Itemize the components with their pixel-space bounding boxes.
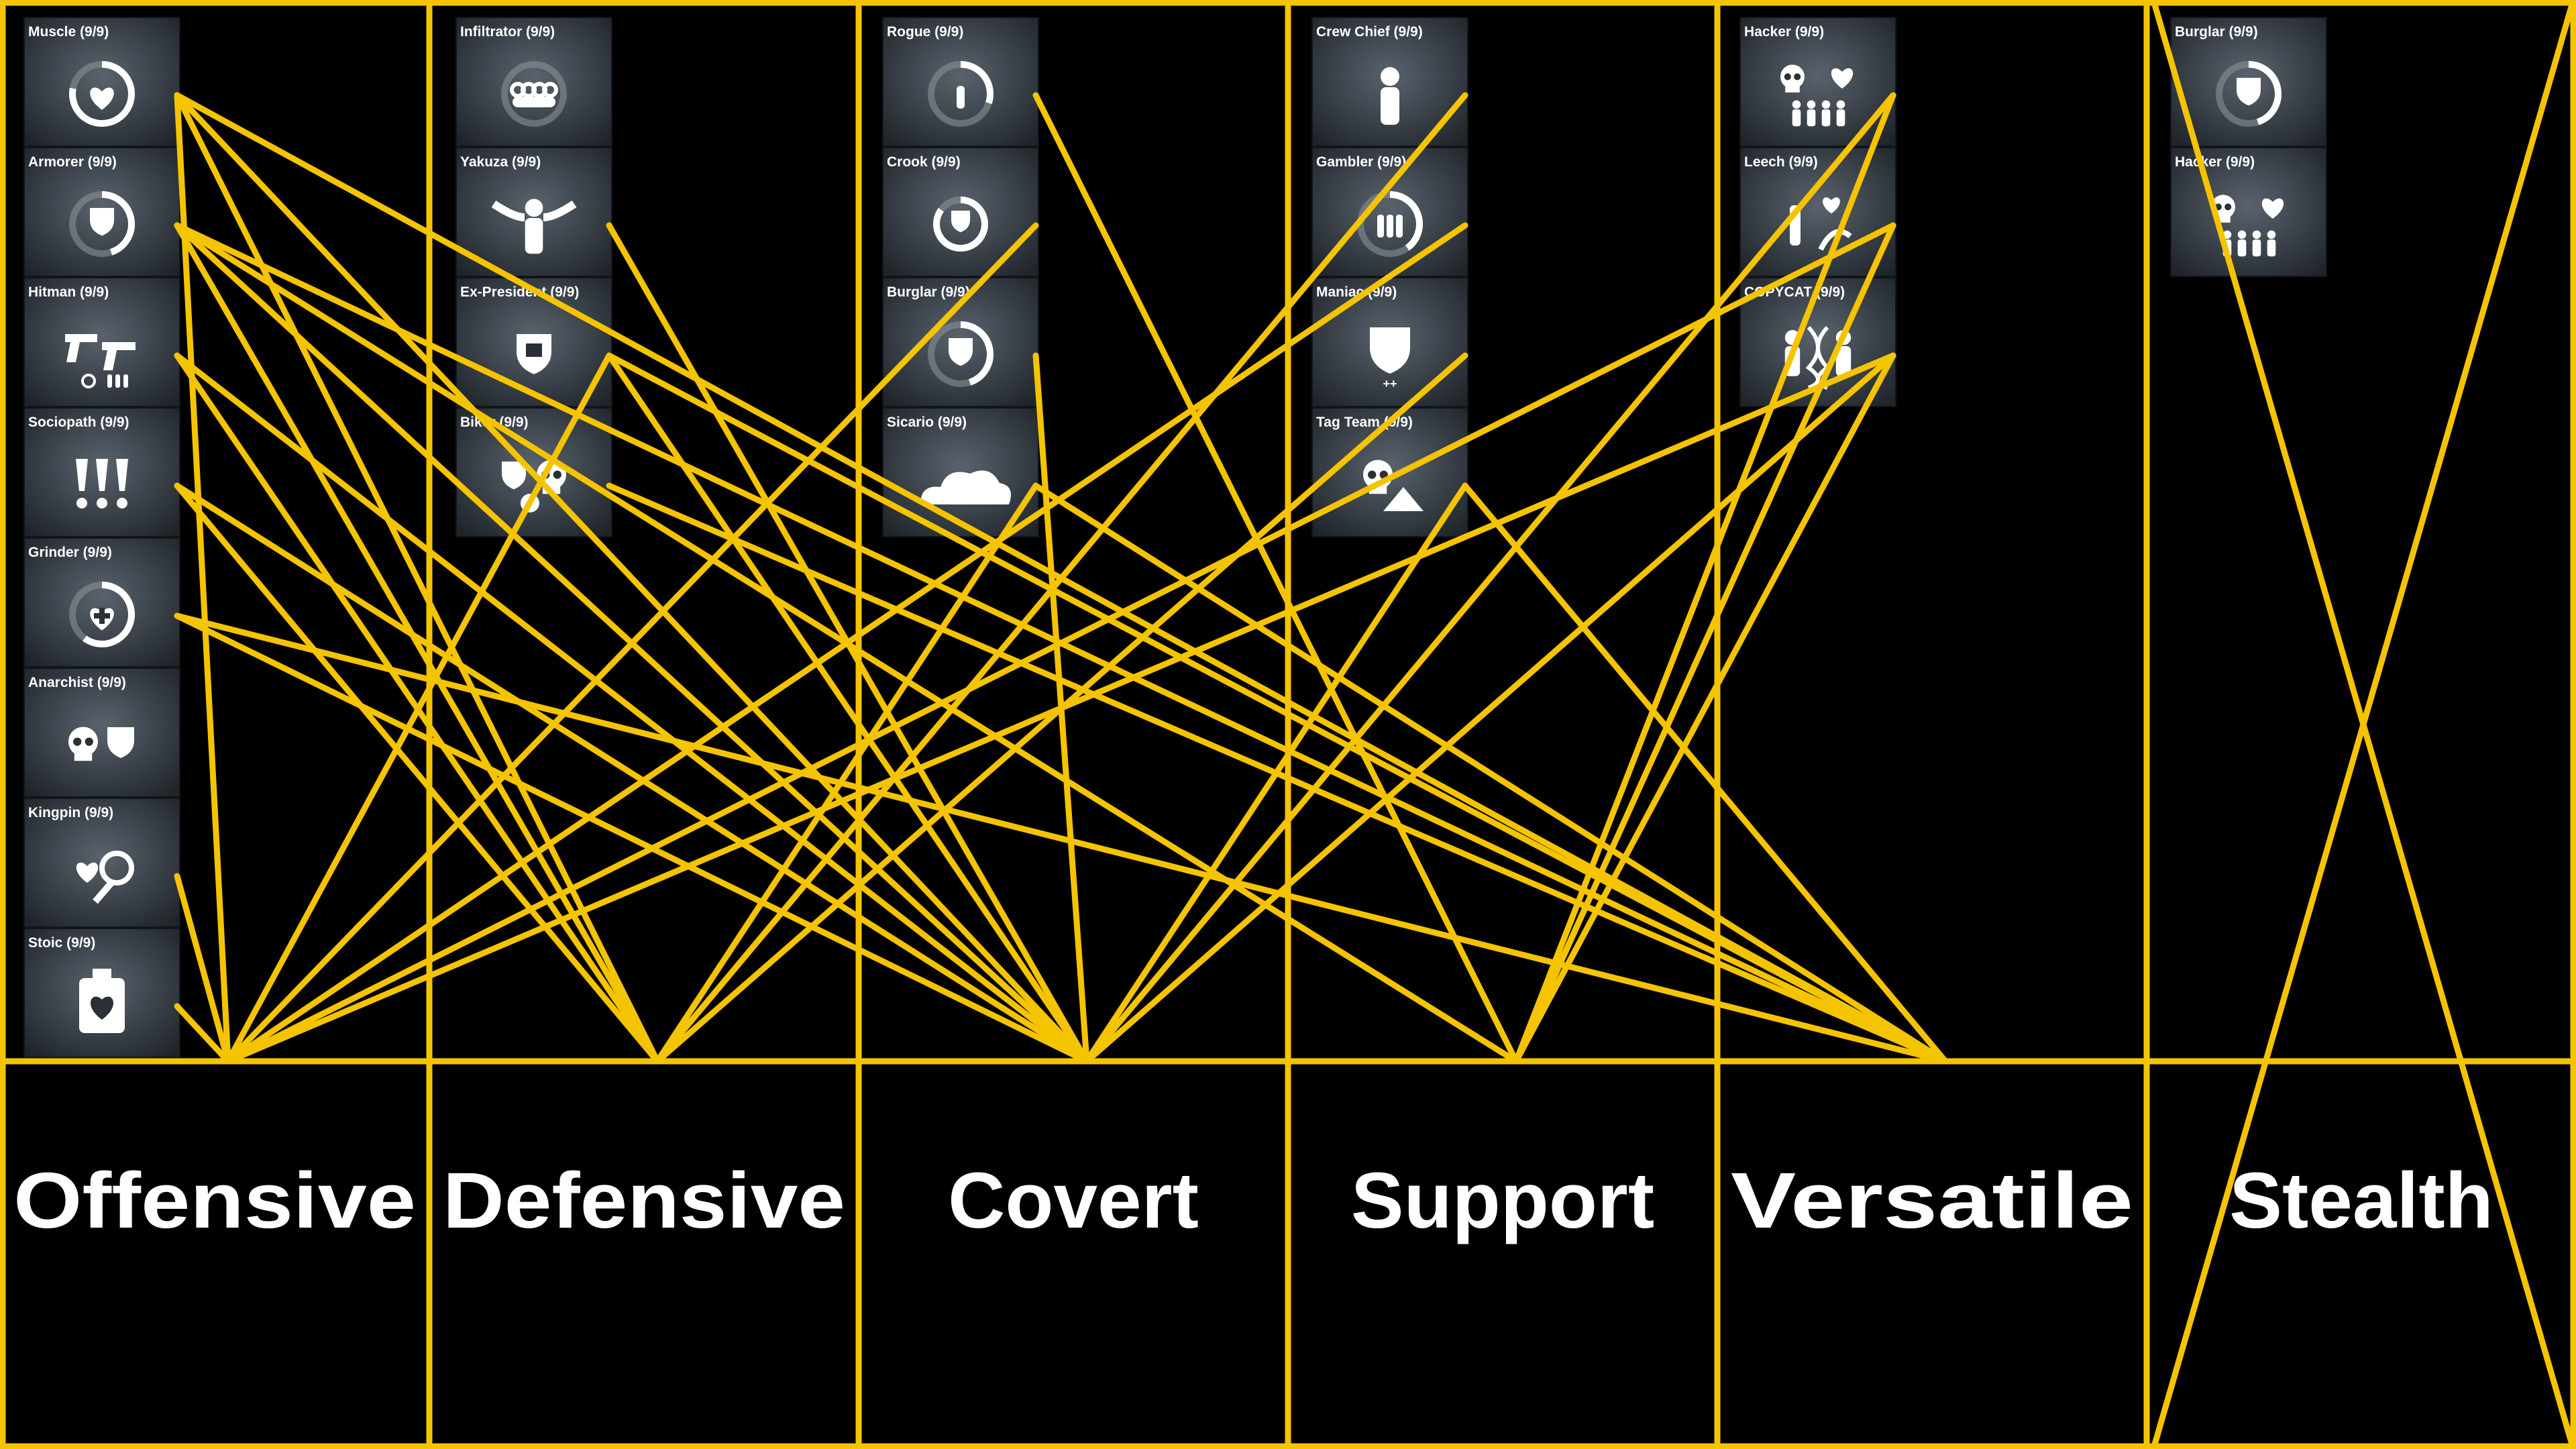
perk-card-ex-president: Ex-President (9/9) <box>456 278 612 407</box>
perk-card-burglar: Burglar (9/9) <box>883 278 1038 407</box>
connection-line-crew-chief-to-defensive <box>657 95 1465 1061</box>
perk-card-title: Stoic (9/9) <box>28 935 95 951</box>
perk-card-burglar: Burglar (9/9) <box>2171 17 2326 146</box>
perk-card-title: Ex-President (9/9) <box>460 284 579 300</box>
perk-card-hitman: Hitman (9/9) <box>24 278 180 407</box>
category-label-offensive: Offensive <box>13 1157 416 1245</box>
perk-card-title: Hacker (9/9) <box>1744 24 1824 40</box>
perk-card-title: Infiltrator (9/9) <box>460 24 555 40</box>
perk-card-title: Muscle (9/9) <box>28 24 109 40</box>
perk-card-title: Crew Chief (9/9) <box>1316 24 1423 40</box>
perk-deck-cards: Muscle (9/9) Armorer (9/9) Hitman (9/9) Soc… <box>24 17 2326 1057</box>
category-label-stealth: Stealth <box>2229 1157 2493 1245</box>
column-defensive: Infiltrator (9/9) Yakuza (9/9) Ex-Presiden… <box>456 17 612 537</box>
column-offensive: Muscle (9/9) Armorer (9/9) Hitman (9/9) Soc… <box>24 17 180 1057</box>
perk-card-muscle: Muscle (9/9) <box>24 17 180 146</box>
perk-card-grinder: Grinder (9/9) <box>24 538 180 667</box>
perk-card-title: Rogue (9/9) <box>887 24 963 40</box>
perk-card-title: Yakuza (9/9) <box>460 154 541 170</box>
category-label-support: Support <box>1351 1157 1654 1245</box>
perk-card-title: Sociopath (9/9) <box>28 415 129 430</box>
connection-line-copycat-to-covert <box>1087 356 1893 1061</box>
perk-card-leech: Leech (9/9) <box>1740 148 1896 276</box>
perk-card-kingpin: Kingpin (9/9) <box>24 798 180 927</box>
perk-card-title: Hacker (9/9) <box>2175 154 2255 170</box>
perk-card-title: Burglar (9/9) <box>887 284 970 300</box>
perk-card-title: Hitman (9/9) <box>28 284 109 300</box>
connection-line-hacker-to-support <box>1516 95 1893 1061</box>
crew-figure-icon <box>1381 67 1399 125</box>
perk-card-title: Grinder (9/9) <box>28 545 112 560</box>
perk-card-title: Burglar (9/9) <box>2175 24 2258 40</box>
perk-card-hacker: Hacker (9/9) <box>2171 148 2326 276</box>
connection-line-crook-to-offensive <box>228 225 1036 1061</box>
perk-card-title: Gambler (9/9) <box>1316 154 1406 170</box>
connection-line-grinder-to-covert <box>177 616 1087 1061</box>
perk-card-crew-chief: Crew Chief (9/9) <box>1312 17 1468 146</box>
perk-card-title: Armorer (9/9) <box>28 154 117 170</box>
exclamation-marks-icon <box>76 459 128 508</box>
perk-card-gambler: Gambler (9/9) <box>1312 148 1468 276</box>
category-label-defensive: Defensive <box>443 1157 845 1245</box>
perk-card-crook: Crook (9/9) <box>883 148 1038 276</box>
category-label-versatile: Versatile <box>1731 1157 2133 1245</box>
perk-card-maniac: Maniac (9/9)++ <box>1312 278 1468 407</box>
perk-card-sociopath: Sociopath (9/9) <box>24 408 180 537</box>
connection-line-sicario-to-versatile <box>1036 486 1945 1061</box>
perk-card-title: Leech (9/9) <box>1744 154 1818 170</box>
category-label-covert: Covert <box>948 1157 1199 1245</box>
perk-card-title: Anarchist (9/9) <box>28 675 126 690</box>
column-covert: Rogue (9/9) Crook (9/9) Burglar (9/9) Sicar… <box>883 17 1038 537</box>
column-versatile: Hacker (9/9)Leech (9/9)COPYCAT (9/9) <box>1740 17 1896 407</box>
perk-card-hacker: Hacker (9/9) <box>1740 17 1896 146</box>
perk-card-stoic: Stoic (9/9) <box>24 928 180 1057</box>
perk-card-rogue: Rogue (9/9) <box>883 17 1038 146</box>
perk-card-title: Sicario (9/9) <box>887 415 967 430</box>
flask-heart-icon <box>79 969 125 1033</box>
perk-card-title: Crook (9/9) <box>887 154 961 170</box>
perk-card-armorer: Armorer (9/9) <box>24 148 180 276</box>
perk-card-infiltrator: Infiltrator (9/9) <box>456 17 612 146</box>
connection-lines <box>177 95 1945 1061</box>
svg-text:++: ++ <box>1383 377 1397 390</box>
perk-card-title: Kingpin (9/9) <box>28 805 113 820</box>
category-labels: Offensive Defensive Covert Support Versatile… <box>13 1157 2493 1245</box>
perk-card-anarchist: Anarchist (9/9) <box>24 668 180 797</box>
